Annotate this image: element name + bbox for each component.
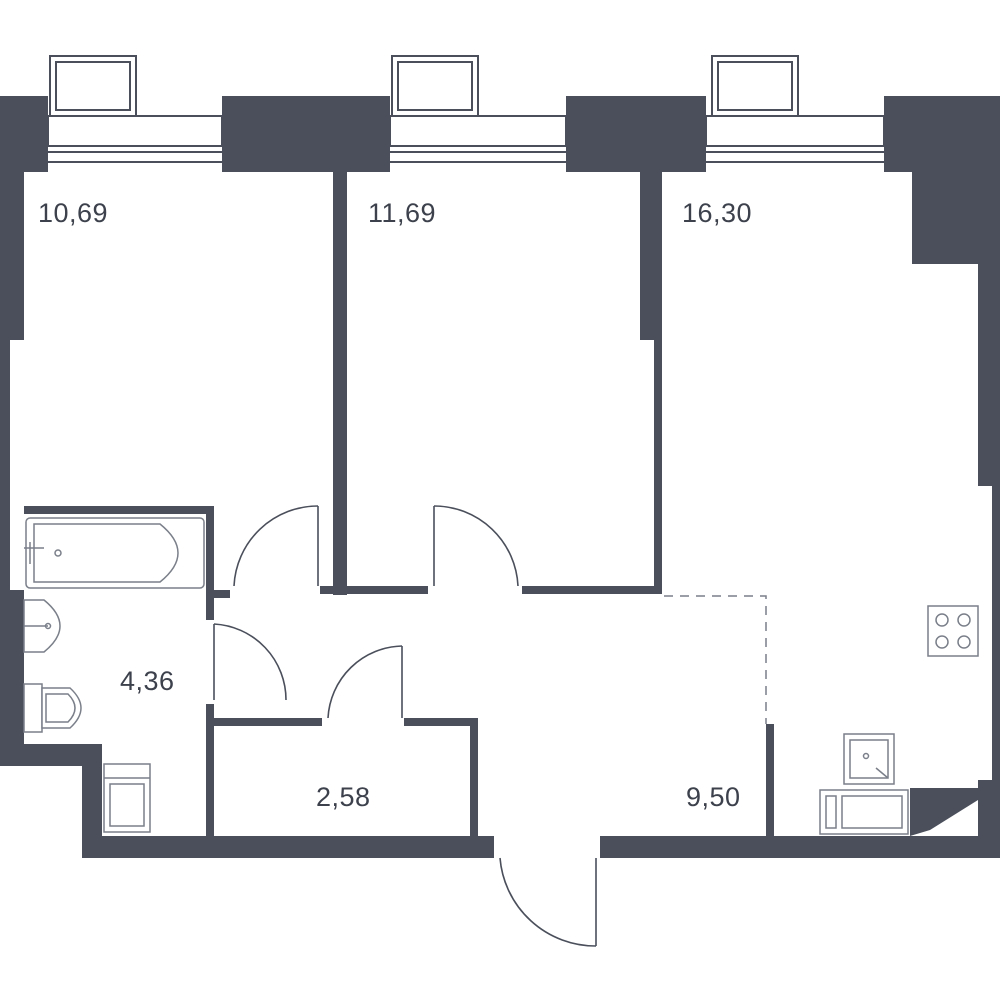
area-label-bedroom-middle: 11,69 [368, 198, 436, 228]
kitchen-zone-boundary [664, 595, 767, 724]
area-label-storage: 2,58 [316, 782, 371, 812]
stove-icon [927, 605, 979, 657]
interior-walls [24, 171, 774, 836]
sink-icon [23, 599, 61, 653]
walls [0, 96, 1000, 858]
area-label-living-room: 16,30 [682, 198, 752, 228]
door-bathroom [213, 623, 287, 701]
window-middle [389, 55, 567, 163]
area-label-hallway: 9,50 [686, 782, 741, 812]
door-bedroom-middle [433, 505, 519, 587]
window-left [47, 55, 223, 163]
door-entrance [499, 857, 597, 947]
window-right [705, 55, 885, 163]
toilet-icon [23, 683, 82, 733]
kitchen-sink-icon [843, 733, 895, 785]
door-bedroom-left [233, 505, 319, 587]
area-label-bedroom-left: 10,69 [38, 198, 108, 228]
windows [47, 55, 885, 163]
area-label-bathroom: 4,36 [120, 666, 175, 696]
washing-machine-icon [103, 763, 151, 833]
doors [213, 505, 597, 947]
bathtub-icon [24, 517, 205, 589]
area-labels: 10,69 11,69 16,30 4,36 2,58 9,50 [38, 198, 752, 812]
door-storage [327, 645, 403, 719]
fridge-icon [819, 789, 909, 835]
